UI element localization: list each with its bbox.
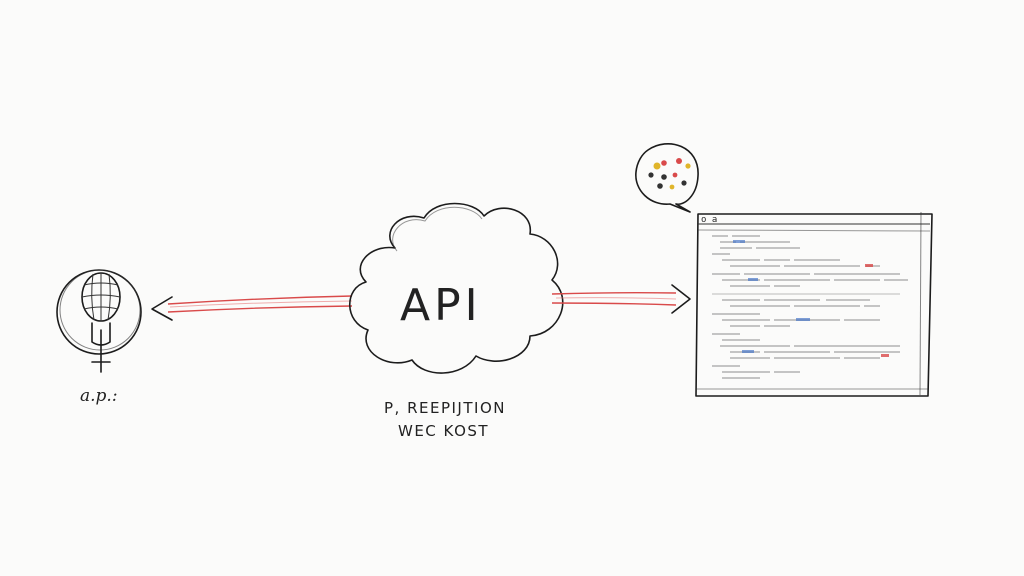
right-arrowhead — [671, 284, 691, 314]
bubble-dot — [672, 172, 678, 178]
bubble-dot — [648, 172, 654, 178]
window-title: o a — [701, 215, 717, 225]
bubble-dot — [661, 174, 667, 180]
bubble-dot — [653, 162, 661, 170]
bubble-dot — [657, 183, 663, 189]
bubble-dot — [676, 158, 682, 164]
caption-line-2: WEC KOST — [398, 422, 489, 440]
microphone-globe-icon — [81, 272, 121, 373]
left-arrowhead — [151, 296, 173, 321]
bubble-dot — [685, 163, 691, 169]
left-arrow — [151, 295, 353, 321]
right-arrow — [551, 284, 691, 314]
code-lines — [712, 235, 908, 379]
code-red-marks — [865, 264, 889, 357]
code-window: o a — [695, 211, 933, 397]
client-node: a.p.: — [56, 269, 142, 406]
window-frame — [695, 213, 933, 397]
bubble-dot — [681, 180, 687, 186]
speech-bubble — [635, 142, 699, 213]
api-cloud: API — [348, 202, 564, 374]
code-highlights — [733, 240, 810, 353]
bubble-dot — [661, 160, 667, 166]
caption-line-1: P, REEPIJTION — [384, 399, 506, 417]
bubble-dot — [669, 184, 675, 190]
client-label: a.p.: — [80, 386, 118, 406]
caption: P, REEPIJTION WEC KOST — [384, 399, 506, 440]
cloud-label: API — [400, 280, 482, 331]
